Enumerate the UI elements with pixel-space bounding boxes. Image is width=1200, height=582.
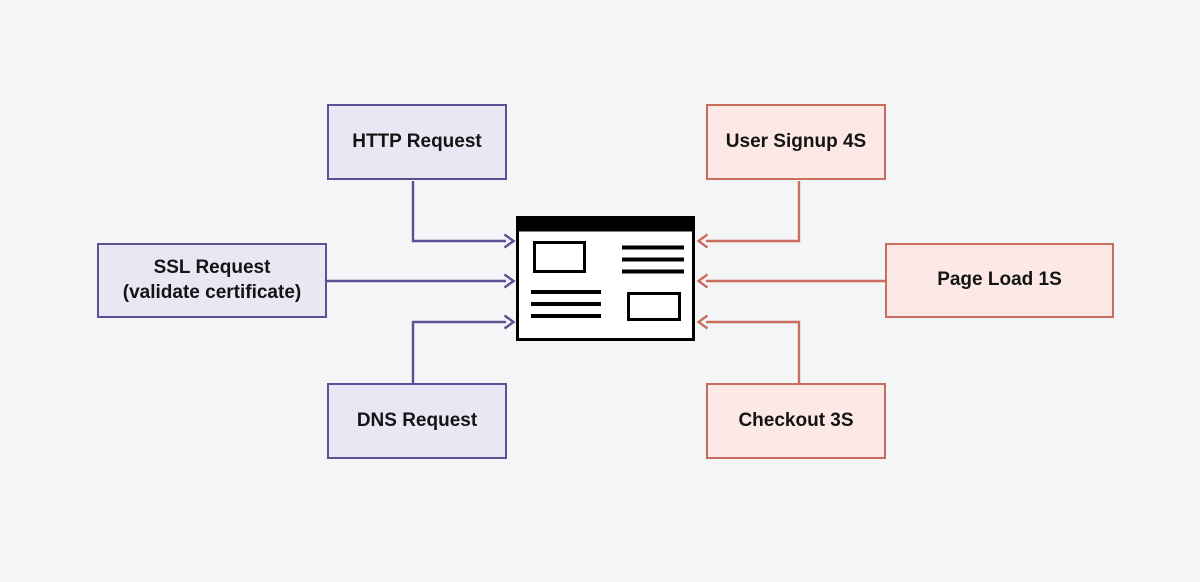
node-label: Checkout 3S [738, 409, 854, 431]
node-ssl-request: SSL Request (validate certificate) [97, 243, 327, 318]
connector-checkout-line [706, 320, 801, 383]
node-label: Page Load 1S [937, 269, 1062, 291]
connector-dns-line [411, 320, 506, 383]
node-page-load: Page Load 1S [885, 243, 1114, 318]
connector-page-load [696, 273, 885, 289]
arrow-left-icon [696, 314, 709, 330]
browser-content-image-top-left [533, 241, 586, 273]
node-http-request: HTTP Request [327, 104, 507, 180]
arrow-left-icon [696, 233, 709, 249]
browser-content-image-bottom-right [627, 292, 681, 321]
connector-dns-request [411, 314, 516, 383]
arrow-right-icon [503, 233, 516, 249]
arrow-left-icon [696, 273, 709, 289]
connector-checkout [696, 314, 801, 383]
node-label: HTTP Request [352, 130, 482, 152]
connector-user-signup [696, 181, 801, 249]
node-checkout: Checkout 3S [706, 383, 886, 459]
node-user-signup: User Signup 4S [706, 104, 886, 180]
node-sublabel: (validate certificate) [122, 281, 302, 303]
connector-http-request [411, 181, 516, 249]
connector-signup-line [706, 181, 801, 243]
browser-frame [516, 216, 695, 341]
node-dns-request: DNS Request [327, 383, 507, 459]
connector-http-line [411, 181, 506, 243]
arrow-right-icon [503, 273, 516, 289]
node-label: User Signup 4S [725, 130, 867, 152]
node-label: DNS Request [356, 409, 478, 431]
arrow-right-icon [503, 314, 516, 330]
browser-title-bar [516, 216, 695, 232]
node-label: SSL Request [153, 257, 271, 279]
connector-ssl-request [327, 273, 516, 289]
browser-window-icon [516, 216, 695, 341]
